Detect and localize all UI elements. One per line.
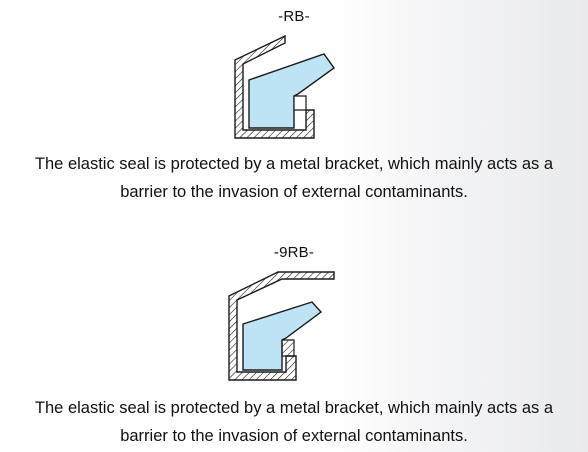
- rb-description-line-1: The elastic seal is protected by a metal…: [34, 155, 554, 173]
- 9rb-description-line-2: barrier to the invasion of external cont…: [120, 427, 468, 445]
- rb-title: -RB-: [278, 8, 310, 25]
- rb-seal-step: [293, 95, 307, 111]
- 9rb-description-line-1: The elastic seal is protected by a metal…: [34, 399, 554, 417]
- rb-metal-bracket: [234, 34, 315, 139]
- 9rb-title: -9RB-: [273, 244, 315, 261]
- 9rb-seal-diagram: [228, 271, 335, 381]
- rb-description-line-2: barrier to the invasion of external cont…: [120, 183, 468, 201]
- rb-seal-diagram: [234, 34, 335, 139]
- 9rb-metal-bracket: [228, 271, 335, 381]
- rb-description: The elastic seal is protected by a metal…: [0, 150, 588, 206]
- 9rb-description: The elastic seal is protected by a metal…: [0, 394, 588, 450]
- rb-elastic-seal: [248, 53, 335, 129]
- 9rb-seal-step: [281, 339, 295, 357]
- 9rb-elastic-seal: [242, 301, 323, 371]
